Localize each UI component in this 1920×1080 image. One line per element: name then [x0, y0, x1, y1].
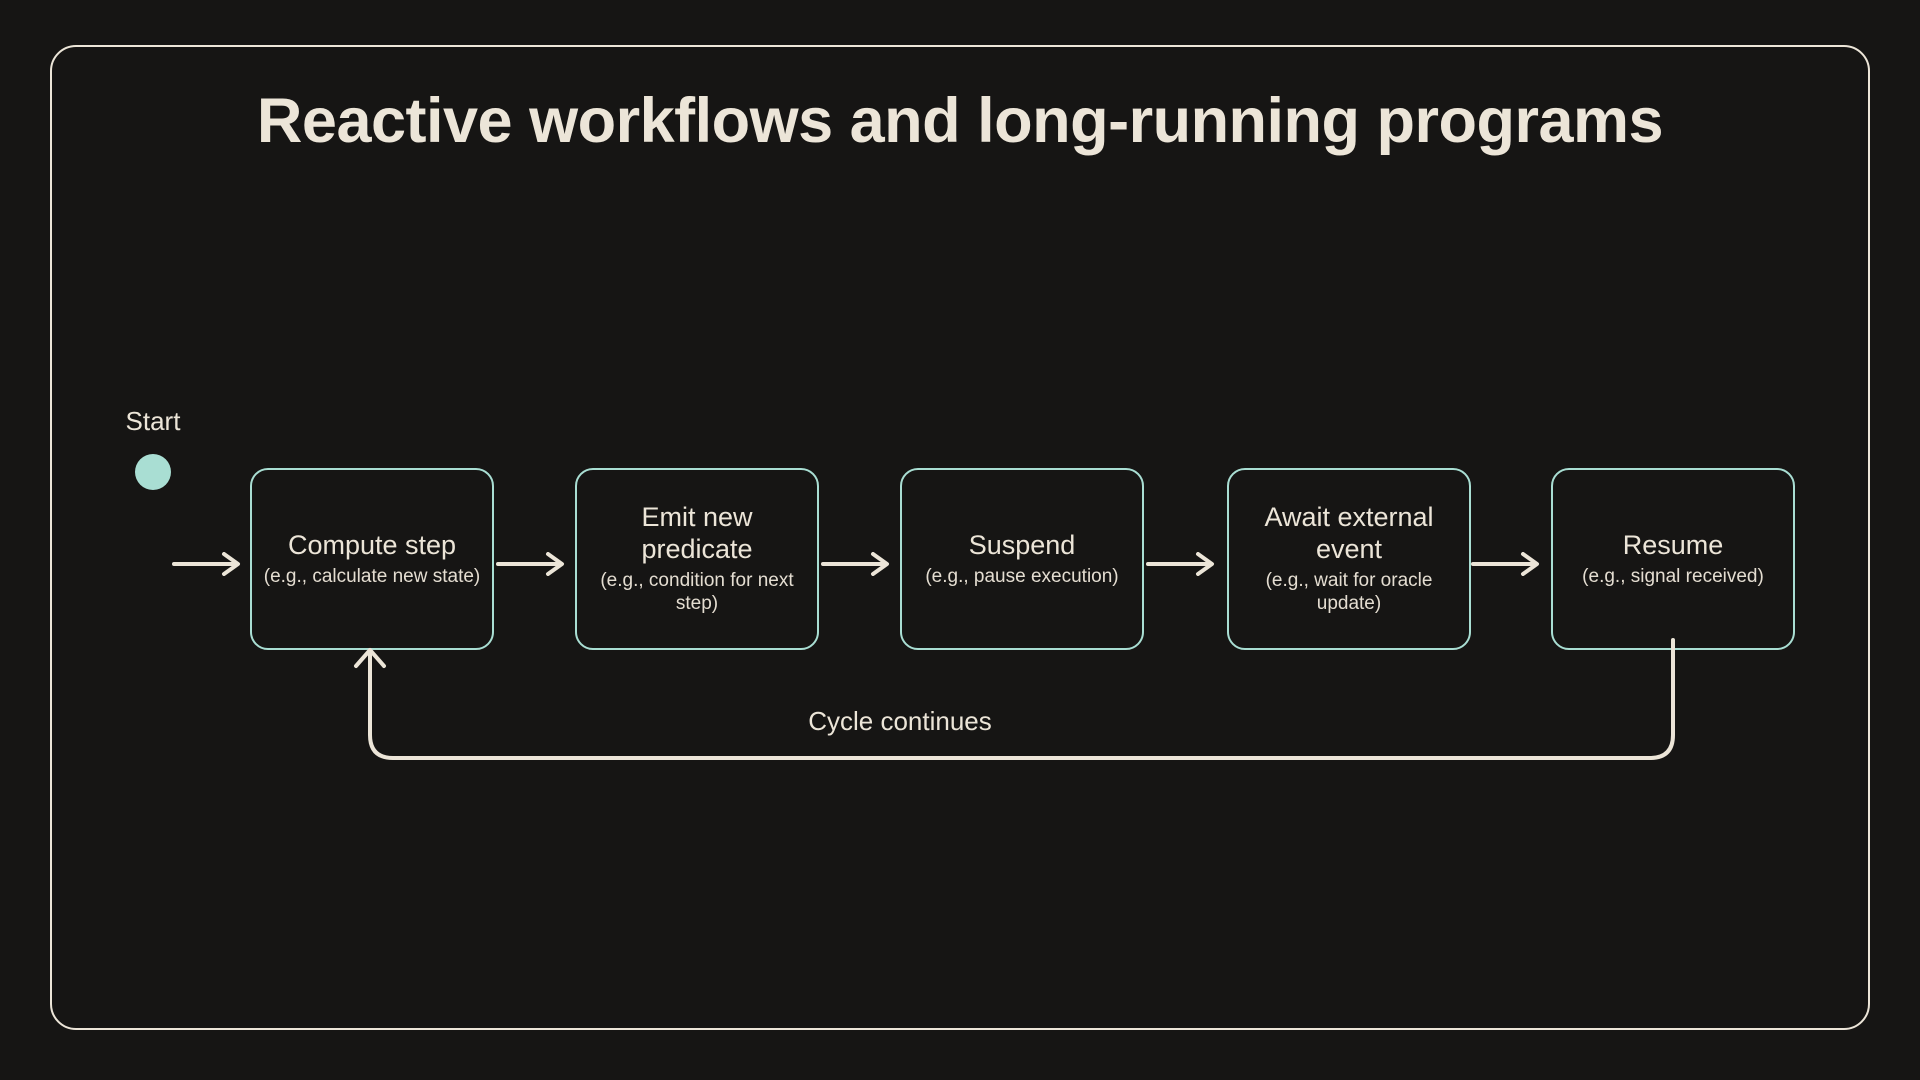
start-label: Start — [125, 406, 181, 436]
flow-node-title: Suspend — [968, 529, 1076, 560]
flow-node-title: Compute step — [287, 529, 457, 560]
flow-node-resume[interactable]: Resume (e.g., signal received) — [1551, 468, 1795, 650]
arrow-right-icon — [496, 552, 576, 576]
flow-node-subtitle: (e.g., condition for next step) — [600, 570, 794, 614]
arrow-right-icon — [821, 552, 901, 576]
flow-node-title: Await external event — [1264, 502, 1434, 565]
flow-node-title: Emit new predicate — [641, 502, 753, 565]
flow-node-title: Resume — [1622, 529, 1724, 560]
flow-node-subtitle: (e.g., calculate new state) — [263, 565, 481, 587]
cycle-continues-label: Cycle continues — [808, 706, 992, 736]
slide-frame — [50, 45, 1870, 1030]
flow-node-suspend[interactable]: Suspend (e.g., pause execution) — [900, 468, 1144, 650]
arrow-right-icon — [1146, 552, 1226, 576]
arrow-right-icon — [1471, 552, 1551, 576]
flow-node-subtitle: (e.g., wait for oracle update) — [1265, 570, 1433, 614]
arrow-right-icon — [172, 552, 252, 576]
flow-node-compute-step[interactable]: Compute step (e.g., calculate new state) — [250, 468, 494, 650]
flow-node-subtitle: (e.g., signal received) — [1582, 565, 1764, 587]
start-dot-icon — [135, 454, 171, 490]
flow-node-subtitle: (e.g., pause execution) — [925, 565, 1119, 587]
page-title: Reactive workflows and long-running prog… — [256, 86, 1664, 156]
workflow-flow: Start Compute step (e.g., calculate new … — [0, 408, 1920, 650]
flow-node-await-external-event[interactable]: Await external event (e.g., wait for ora… — [1227, 468, 1471, 650]
start-node: Start — [108, 408, 198, 490]
flow-node-emit-new-predicate[interactable]: Emit new predicate (e.g., condition for … — [575, 468, 819, 650]
